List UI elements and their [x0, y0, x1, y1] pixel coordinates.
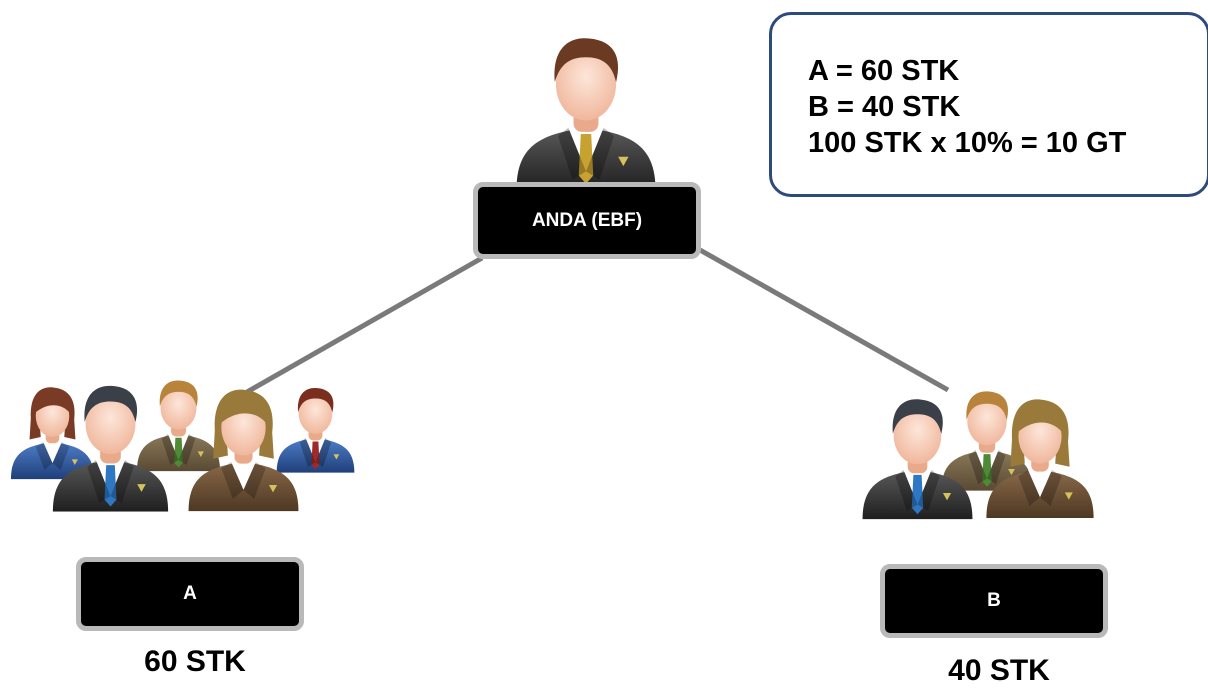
team-of-three-icon: [862, 391, 1094, 520]
info-box: A = 60 STK B = 40 STK 100 STK x 10% = 10…: [769, 12, 1208, 197]
group-a-count: 60 STK: [144, 645, 246, 678]
top-node-box: ANDA (EBF): [473, 182, 701, 259]
top-node-label: ANDA (EBF): [531, 209, 643, 231]
group-b-count: 40 STK: [948, 654, 1050, 687]
connector-top-to-b: [698, 247, 950, 393]
team-of-five-icon: [10, 380, 355, 512]
group-a-box: A: [76, 557, 304, 631]
businessman-icon: [508, 24, 664, 190]
info-line-b: B = 40 STK: [808, 91, 961, 123]
info-line-total: 100 STK x 10% = 10 GT: [808, 127, 1127, 159]
connector-top-to-a: [245, 255, 484, 395]
info-line-a: A = 60 STK: [808, 55, 960, 87]
group-a-label: A: [183, 583, 197, 604]
group-b-label: B: [987, 590, 1001, 611]
group-b-box: B: [880, 564, 1108, 638]
